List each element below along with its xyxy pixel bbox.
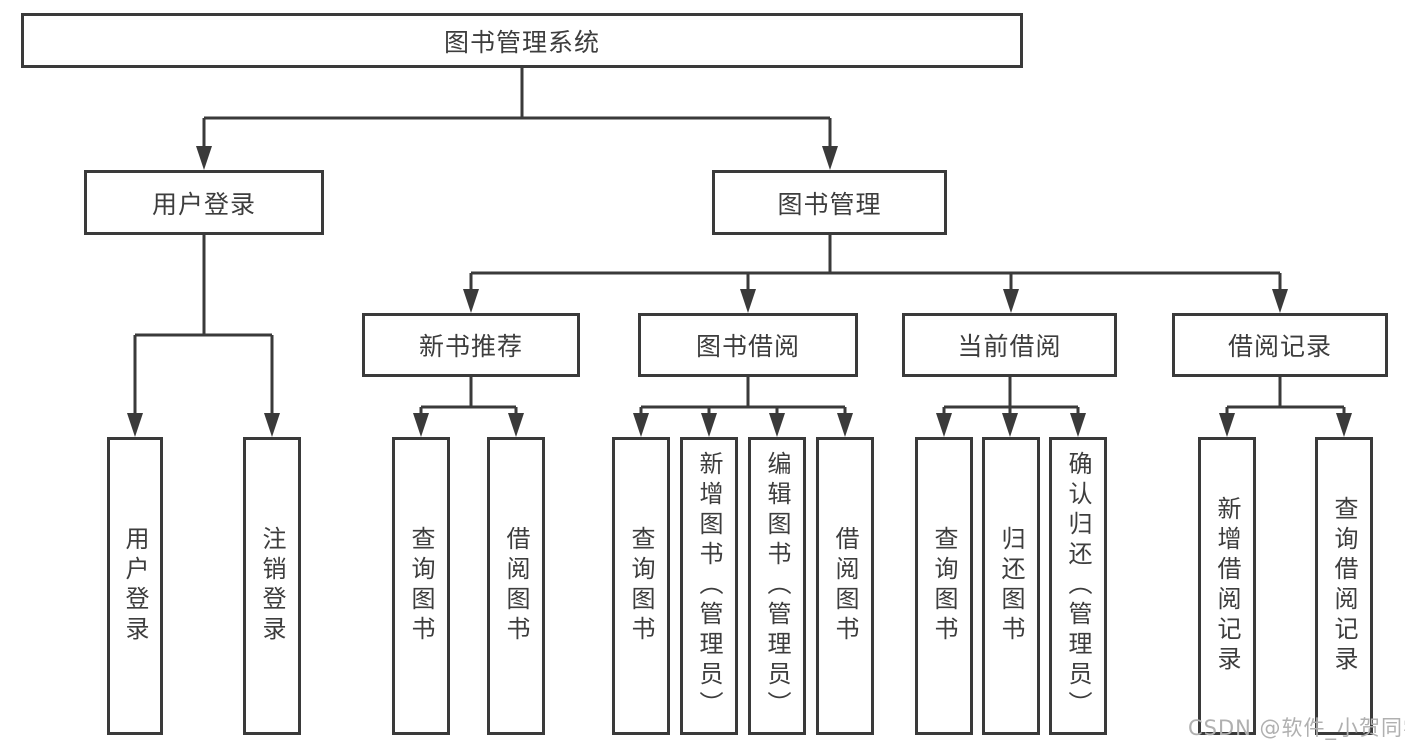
arrowhead <box>1070 413 1086 437</box>
arrowhead <box>264 413 280 437</box>
diagram-leaf-current-return-books: 归还图书 <box>982 437 1040 735</box>
arrowhead <box>413 413 429 437</box>
connector-root-to-branches <box>202 68 832 150</box>
node-label: 编辑图书（管理员） <box>763 451 791 721</box>
csdn-watermark: CSDN @软件_小贺同学 <box>1188 716 1405 740</box>
arrowhead <box>196 146 212 170</box>
node-label: 注销登录 <box>258 526 286 646</box>
connector-new-book-rec-to-leaves <box>419 377 518 419</box>
node-label: 确认归还（管理员） <box>1064 451 1092 721</box>
node-label: 新增图书（管理员） <box>695 451 723 721</box>
arrowhead <box>740 289 756 313</box>
arrowhead <box>837 413 853 437</box>
diagram-node-book-borrow: 图书借阅 <box>638 313 858 377</box>
connector-user-login-to-leaves <box>133 235 274 417</box>
diagram-leaf-borrowmod-borrow-books: 借阅图书 <box>816 437 874 735</box>
diagram-leaf-current-query-books: 查询图书 <box>915 437 973 735</box>
arrowhead <box>127 413 143 437</box>
diagram-node-new-book-rec: 新书推荐 <box>362 313 580 377</box>
arrowhead <box>1336 413 1352 437</box>
connector-book-borrow-to-leaves <box>639 377 847 419</box>
diagram-node-borrow-records: 借阅记录 <box>1172 313 1388 377</box>
diagram-leaf-borrowmod-add-books-admin: 新增图书（管理员） <box>680 437 738 735</box>
node-label: 图书借阅 <box>695 332 800 361</box>
diagram-leaf-logout: 注销登录 <box>243 437 301 735</box>
diagram-leaf-borrowmod-edit-books-admin: 编辑图书（管理员） <box>748 437 806 735</box>
connector-book-mgmt-to-modules <box>469 235 1282 295</box>
node-label: 图书管理系统 <box>443 27 600 57</box>
arrowhead <box>508 413 524 437</box>
diagram-node-current-borrow: 当前借阅 <box>902 313 1117 377</box>
diagram-node-user-login: 用户登录 <box>84 170 324 235</box>
diagram-leaf-borrowmod-query-books: 查询图书 <box>612 437 670 735</box>
diagram-leaf-records-add-record: 新增借阅记录 <box>1198 437 1256 735</box>
diagram-node-book-mgmt: 图书管理 <box>712 170 947 235</box>
node-label: 当前借阅 <box>957 332 1062 361</box>
diagram-leaf-newbook-borrow-books: 借阅图书 <box>487 437 545 735</box>
diagram-node-root: 图书管理系统 <box>21 13 1023 68</box>
arrowhead <box>1003 289 1019 313</box>
node-label: 新增借阅记录 <box>1213 496 1241 676</box>
arrowhead <box>1219 413 1235 437</box>
node-label: 借阅图书 <box>502 526 530 646</box>
node-label: 图书管理 <box>777 189 882 219</box>
arrowhead <box>822 146 838 170</box>
node-label: 用户登录 <box>151 189 256 219</box>
node-label: 查询借阅记录 <box>1330 496 1358 676</box>
node-label: 用户登录 <box>121 526 149 646</box>
connector-borrow-records-to-leaves <box>1225 377 1346 419</box>
connector-current-borrow-to-leaves <box>942 377 1080 419</box>
arrowhead <box>1272 289 1288 313</box>
node-label: 借阅图书 <box>831 526 859 646</box>
diagram-leaf-records-query-record: 查询借阅记录 <box>1315 437 1373 735</box>
node-label: 借阅记录 <box>1227 332 1332 361</box>
node-label: 查询图书 <box>407 526 435 646</box>
arrowhead <box>701 413 717 437</box>
arrowhead <box>936 413 952 437</box>
diagram-leaf-current-confirm-return-admin: 确认归还（管理员） <box>1049 437 1107 735</box>
node-label: 归还图书 <box>997 526 1025 646</box>
node-label: 新书推荐 <box>418 332 523 361</box>
arrowhead <box>463 289 479 313</box>
arrowhead <box>1002 413 1018 437</box>
arrowhead <box>633 413 649 437</box>
node-label: 查询图书 <box>627 526 655 646</box>
node-label: 查询图书 <box>930 526 958 646</box>
diagram-leaf-user-login: 用户登录 <box>107 437 163 735</box>
arrowhead <box>769 413 785 437</box>
diagram-leaf-newbook-query-books: 查询图书 <box>392 437 450 735</box>
arrowheads <box>127 146 1352 437</box>
